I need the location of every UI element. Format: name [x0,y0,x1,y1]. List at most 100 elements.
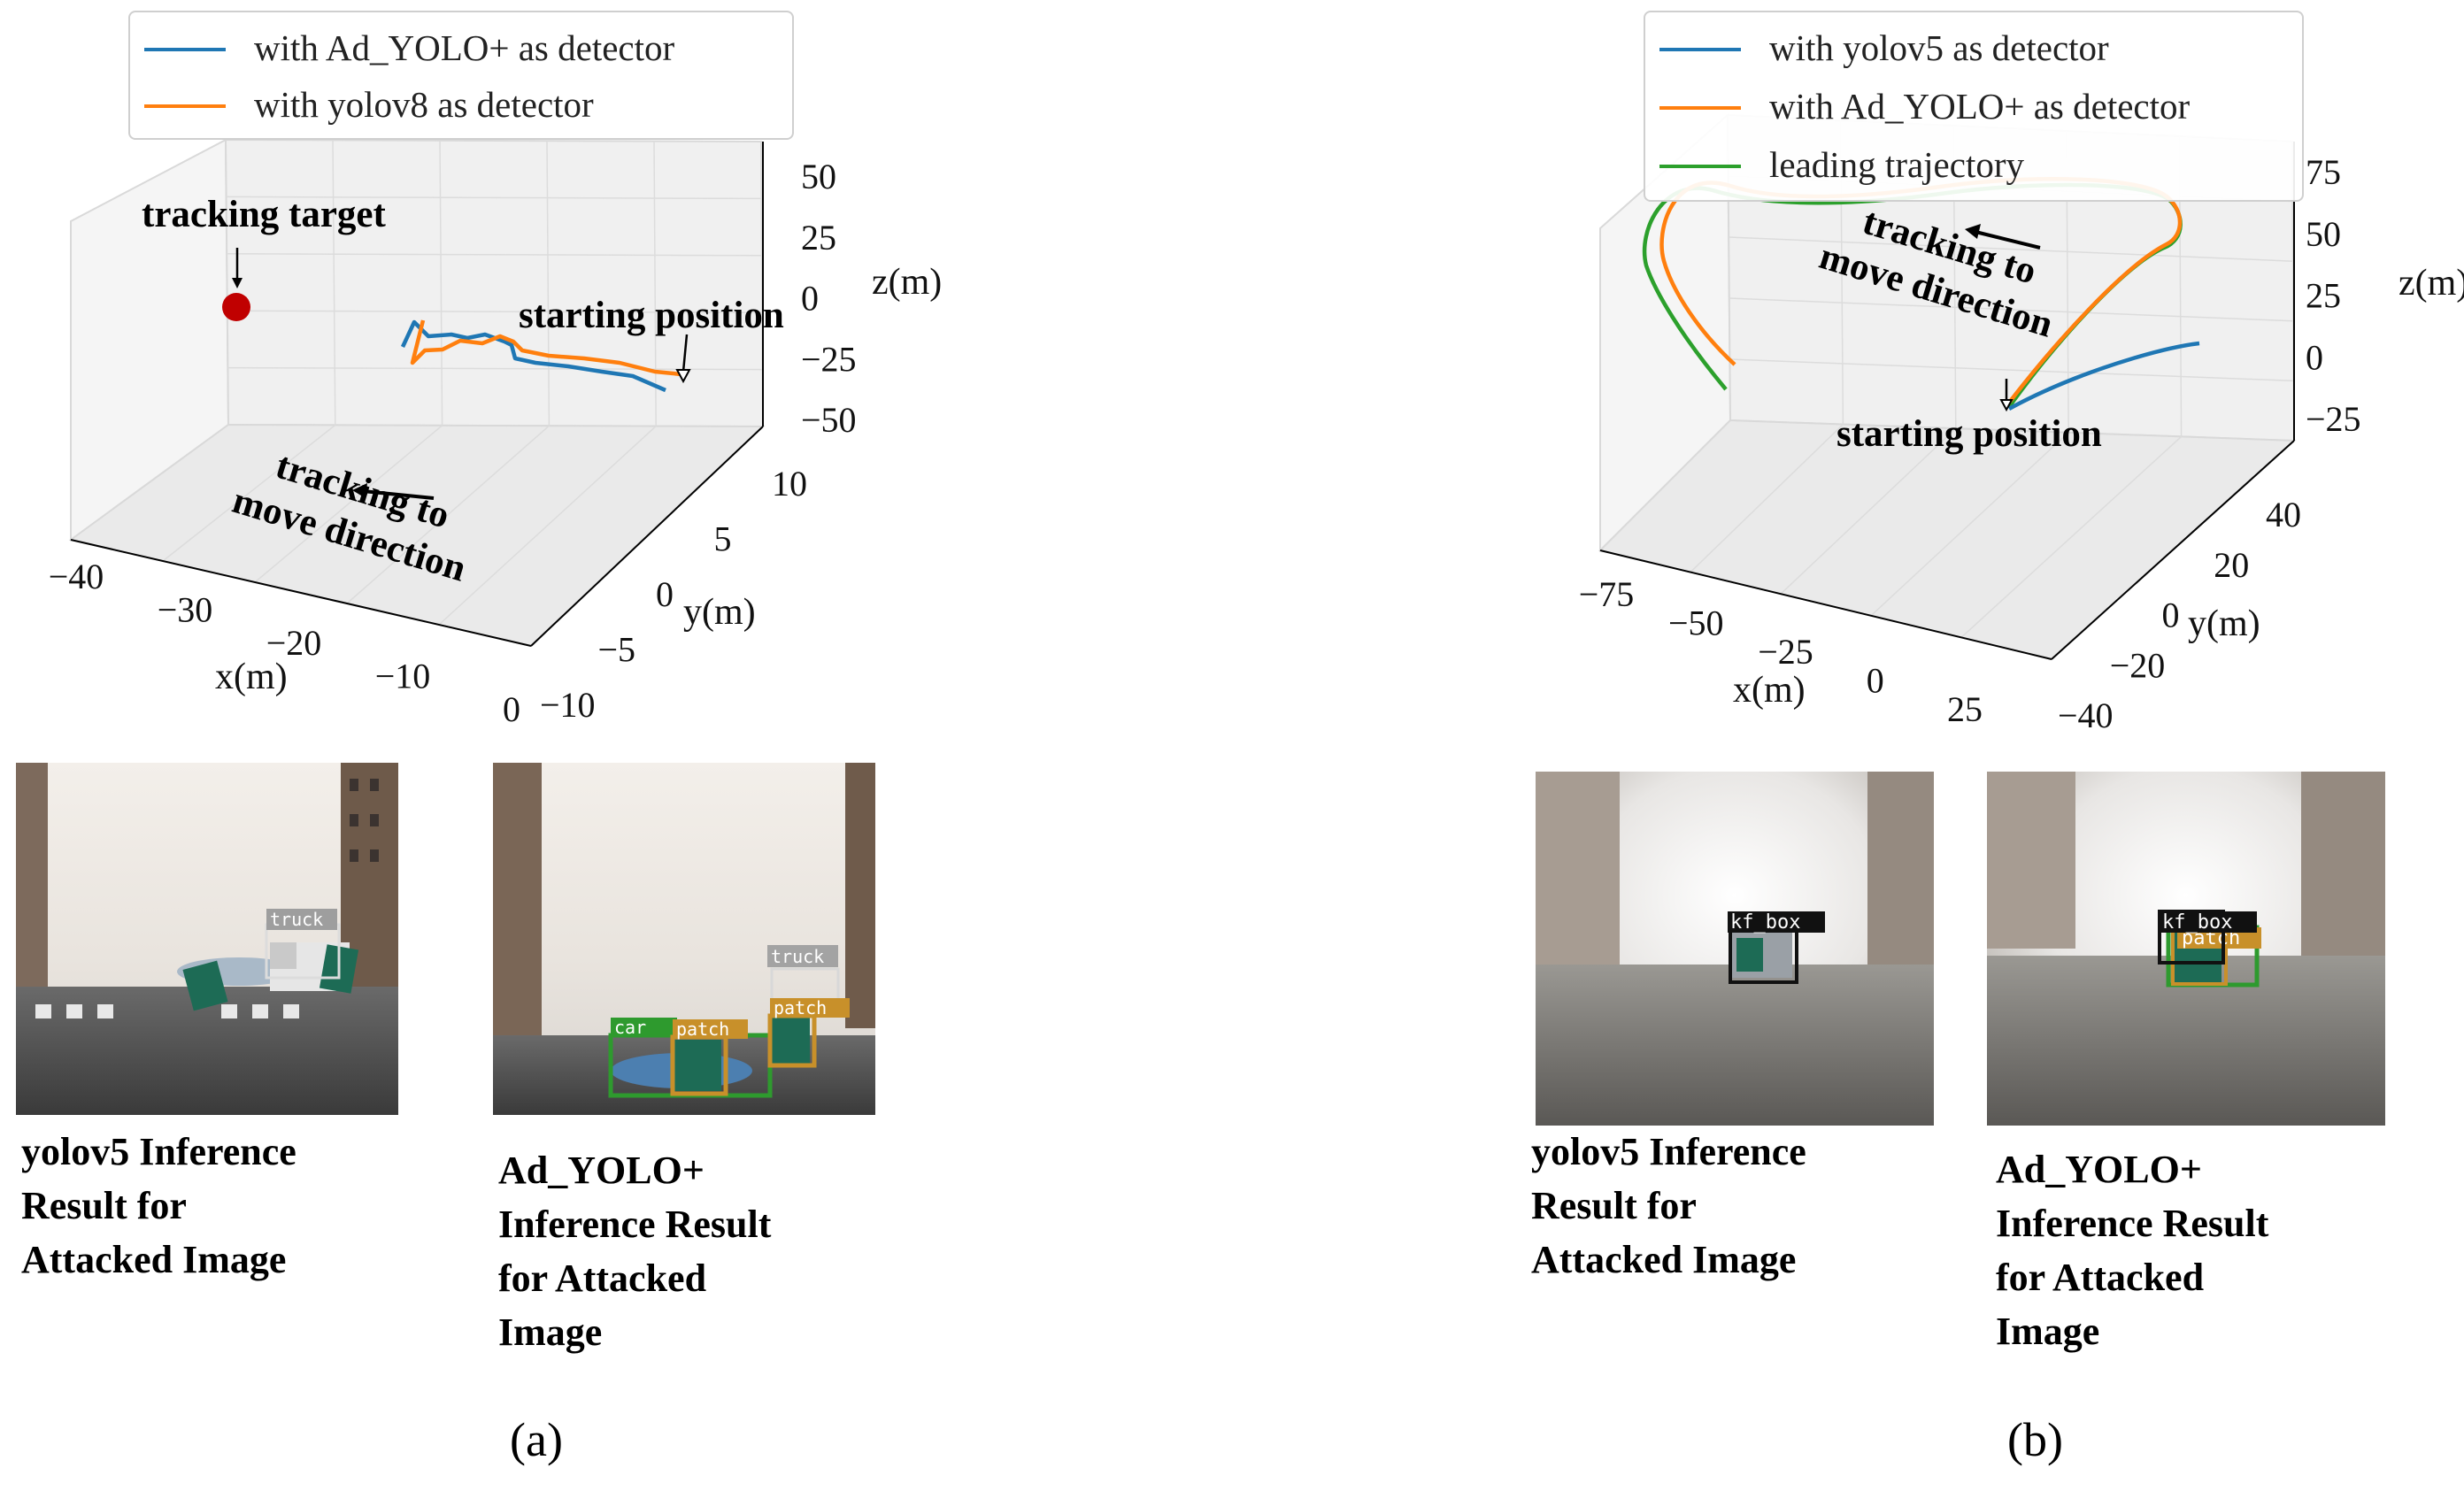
panel-a-legend: with Ad_YOLO+ as detector with yolov8 as… [128,11,794,140]
grid-line [1729,236,2293,262]
z-axis-label: z(m) [2399,263,2464,304]
y-axis-label: y(m) [2188,603,2260,644]
annotation-starting-position-b: starting position [1836,413,2102,455]
y-axis-tick-label: 0 [656,574,674,614]
caption-line: Inference Result [498,1203,772,1246]
grid-line [1780,427,1957,595]
a2-box-label-car: car [614,1017,646,1038]
legend-item-yolov8: with yolov8 as detector [130,80,792,133]
grid-line [254,425,443,583]
y-axis-tick-label: −20 [2110,645,2166,685]
grid-line [438,426,657,626]
a2-box-label-patch-1: patch [676,1018,729,1040]
x-axis-tick-label: −25 [1758,632,1813,672]
grid-line [653,141,657,427]
panel-a-grid [162,140,763,626]
z-axis-tick-label: 50 [2306,214,2341,254]
y-axis-tick-label: 40 [2266,495,2301,534]
grid-line [227,253,762,257]
legend-label: with Ad_YOLO+ as detector [1769,86,2191,127]
grid-line [346,425,550,604]
b2-box-label-kf-box: kf_box [2162,911,2232,934]
grid-line [332,140,336,426]
a1-box-label-truck: truck [270,909,323,930]
grid-line [1960,435,2183,638]
panel-a-3d-axes: −40−30−20−100−10−50510−50−2502550x(m)y(m… [49,138,943,729]
caption-line: Ad_YOLO+ [1996,1148,2202,1191]
legend-swatch-orange [1659,106,1741,110]
z-axis-label: z(m) [872,262,942,303]
x-axis-label: x(m) [1733,670,1806,711]
x-axis-tick-label: −20 [266,623,322,663]
panel-a-ticks: −40−30−20−100−10−50510−50−2502550x(m)y(m… [49,157,943,729]
grid-line [1690,424,1844,573]
grid-line [162,424,336,562]
legend-swatch-green [1659,165,1741,168]
grid-line [226,196,762,200]
a2-box-label-patch-2: patch [774,997,827,1018]
x-axis-label: x(m) [215,657,288,697]
photo-ad-yolo-attacked-a: truck car patch patch [493,763,875,1115]
x-axis-tick-label: −30 [158,590,213,630]
z-axis-tick-label: 50 [801,157,836,196]
y-axis-tick-label: −5 [598,630,636,670]
legend-item-ad-yolo: with Ad_YOLO+ as detector [1645,81,2302,134]
b1-box-label-kf-box: kf_box [1730,911,1800,934]
caption-line: for Attacked [498,1257,707,1300]
photo-ad-yolo-attacked-b: patch kf_box [1987,772,2385,1126]
legend-item-yolov5: with yolov5 as detector [1645,23,2302,76]
caption-line: Attacked Image [1531,1238,1797,1281]
caption-line: Result for [1531,1184,1697,1227]
y-axis-tick-label: 20 [2214,545,2249,585]
legend-label: with Ad_YOLO+ as detector [254,27,675,68]
photo-yolov5-attacked-a: truck [16,763,398,1115]
y-axis-tick-label: −10 [540,685,596,725]
annotation-tracking-target: tracking target [142,194,386,235]
z-axis-tick-label: −25 [2306,399,2361,439]
z-axis-tick-label: −50 [801,400,857,440]
panel-b-legend: with yolov5 as detector with Ad_YOLO+ as… [1644,11,2304,202]
z-axis-tick-label: 25 [801,218,836,257]
a2-box-label-truck: truck [771,946,824,967]
x-axis-tick-label: 0 [1867,661,1884,701]
x-axis-tick-label: −75 [1579,574,1635,614]
caption-line: for Attacked [1996,1256,2205,1299]
x-axis-tick-label: −10 [375,657,431,696]
grid-line [227,310,763,313]
caption-b2: Ad_YOLO+ Inference Result for Attacked I… [1996,1142,2268,1358]
legend-swatch-blue [1659,48,1741,51]
panel-b-series-yolov5-line [2007,341,2200,411]
grid-line [439,140,443,426]
caption-line: Image [1996,1310,2100,1353]
caption-line: Attacked Image [21,1238,287,1281]
photo-yolov5-attacked-b: kf_box [1536,772,1934,1126]
caption-line: Image [498,1310,603,1354]
legend-item-ad-yolo: with Ad_YOLO+ as detector [130,23,792,76]
panel-a-back-pane-right [224,138,765,428]
y-axis-tick-label: 0 [2162,596,2180,635]
caption-a1: yolov5 Inference Result for Attacked Ima… [21,1125,296,1287]
y-axis-tick-label: 5 [714,519,732,559]
legend-swatch-blue [144,48,226,51]
caption-line: Inference Result [1996,1202,2269,1245]
x-axis-tick-label: 25 [1947,689,1983,729]
caption-line: yolov5 Inference [21,1130,296,1173]
panel-b-ticks: −75−50−25025−40−2002040−250255075x(m)y(m… [1579,152,2464,735]
legend-label: leading trajectory [1769,144,2025,185]
grid-line [546,141,551,427]
grid-line [1729,297,2294,322]
caption-line: yolov5 Inference [1531,1130,1806,1173]
grid-line [1729,358,2294,382]
caption-b1: yolov5 Inference Result for Attacked Ima… [1531,1125,1806,1287]
grid-line [227,366,763,371]
tracking-target-marker [222,293,250,321]
z-axis-tick-label: 75 [2306,152,2341,192]
legend-label: with yolov8 as detector [254,84,594,125]
legend-swatch-orange [144,104,226,108]
panel-a-curves [400,319,682,393]
y-axis-label: y(m) [683,592,756,633]
caption-a2: Ad_YOLO+ Inference Result for Attacked I… [498,1143,771,1359]
z-axis-tick-label: 0 [2306,337,2323,377]
x-axis-tick-label: −50 [1668,603,1724,643]
z-axis-tick-label: 0 [801,279,819,319]
